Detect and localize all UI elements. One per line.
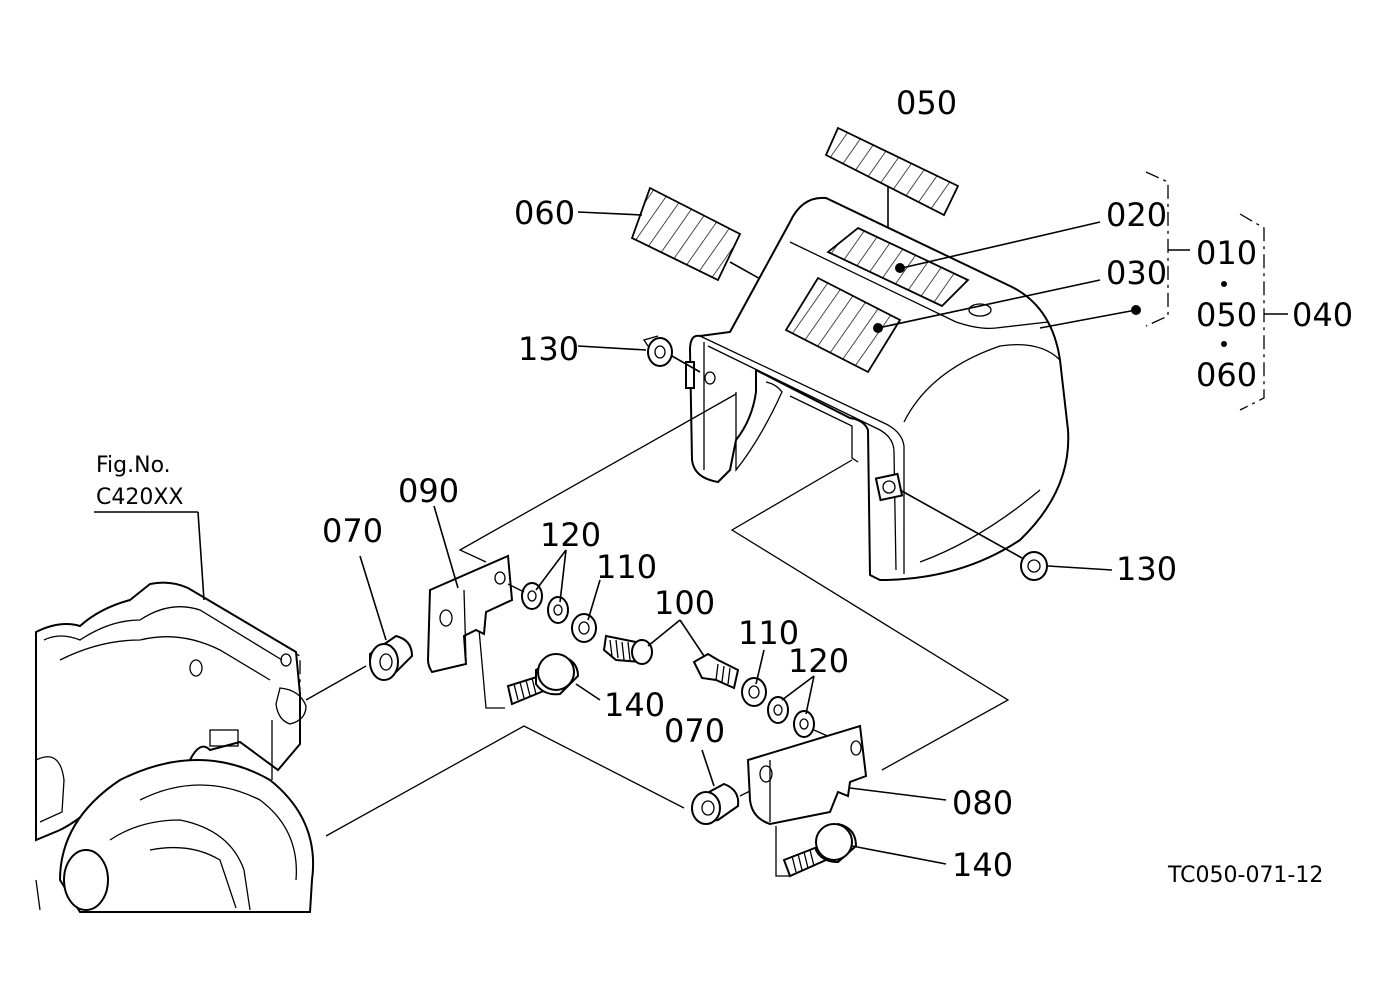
label-050-top: 050 xyxy=(896,84,957,122)
washer-120-left-2 xyxy=(547,596,569,624)
label-130-left: 130 xyxy=(518,330,579,368)
label-100: 100 xyxy=(654,584,715,622)
bolt-140-right xyxy=(782,822,858,878)
bolt-140-left xyxy=(506,653,580,706)
label-060-group: 060 xyxy=(1196,356,1257,394)
bracket-090 xyxy=(426,554,514,674)
bolt-100-right xyxy=(692,652,740,690)
label-020: 020 xyxy=(1106,196,1167,234)
transmission-housing xyxy=(35,581,314,913)
label-050-group: 050 xyxy=(1196,296,1257,334)
label-080: 080 xyxy=(952,784,1013,822)
label-040: 040 xyxy=(1292,296,1353,334)
label-120-right: 120 xyxy=(788,642,849,680)
decal-020 xyxy=(826,226,970,308)
label-010: 010 xyxy=(1196,234,1257,272)
collar-070-right xyxy=(690,782,740,825)
label-110-left: 110 xyxy=(596,548,657,586)
washer-110-right xyxy=(741,677,767,707)
label-140-left: 140 xyxy=(604,686,665,724)
bolt-100-left xyxy=(602,634,653,665)
nut-130-left xyxy=(642,335,673,367)
washer-110-left xyxy=(571,613,597,643)
label-130-right: 130 xyxy=(1116,550,1177,588)
label-140-right: 140 xyxy=(952,846,1013,884)
label-110-right: 110 xyxy=(738,614,799,652)
label-120-left: 120 xyxy=(540,516,601,554)
label-030: 030 xyxy=(1106,254,1167,292)
nut-130-right xyxy=(1020,551,1048,581)
label-060-left: 060 xyxy=(514,194,575,232)
drawing-code: TC050-071-12 xyxy=(1167,863,1323,888)
figure-reference-line1: Fig.No. xyxy=(96,453,171,478)
decal-060 xyxy=(630,186,742,282)
collar-070-left xyxy=(369,634,414,681)
washer-120-right-1 xyxy=(767,696,789,724)
label-070-right: 070 xyxy=(664,712,725,750)
figure-reference-line2: C420XX xyxy=(96,485,184,510)
decal-050 xyxy=(824,126,960,217)
washer-120-right-2 xyxy=(793,710,815,738)
cover-body xyxy=(685,196,1070,582)
label-090: 090 xyxy=(398,472,459,510)
label-070-left: 070 xyxy=(322,512,383,550)
bracket-080 xyxy=(746,724,868,826)
